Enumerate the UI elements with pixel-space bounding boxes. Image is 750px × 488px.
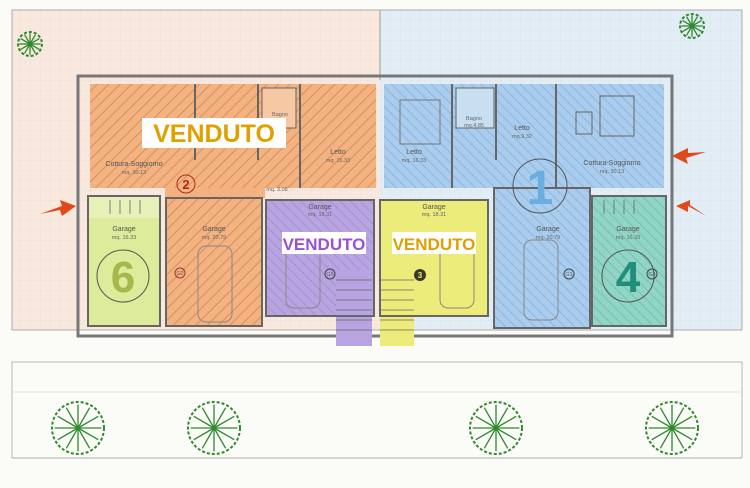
unit-6-number: 6 (111, 253, 135, 302)
sold-banner-unit-5: VENDUTO (283, 235, 366, 254)
u2-small-area: mq. 3.08 (266, 187, 287, 193)
sold-banner-unit-2: VENDUTO (153, 120, 275, 148)
u1-bed-area: mq. 16.33 (402, 158, 426, 164)
garage-tag-g1: G1 (565, 272, 572, 278)
u2-bath-name: Bagno (272, 112, 288, 118)
tree-icon (51, 401, 105, 455)
u2-bed-name: Letto (330, 149, 346, 156)
unit-2-circle (176, 174, 196, 194)
u1-bed2-name: Letto (514, 125, 530, 132)
entrance-arrow-right-bottom (676, 200, 706, 216)
entrance-arrow-right-top (672, 148, 706, 164)
g2-name: Garage (202, 226, 225, 233)
u2-living-name: Cottura-Soggiorno (105, 161, 162, 168)
g5-name: Garage (308, 204, 331, 211)
sold-banner-unit-3: VENDUTO (393, 235, 476, 254)
unit-1 (384, 84, 664, 188)
unit-1-circle (512, 158, 568, 214)
g6-name: Garage (112, 226, 135, 233)
u1-bath-name: Bagno (466, 116, 482, 122)
sold-banner-unit-3-bg (392, 232, 476, 254)
garage-tag-g4: G4 (648, 272, 655, 278)
u2-bed-area: mq. 16.33 (326, 158, 350, 164)
unit-4-circle (601, 249, 655, 303)
unit-6-circle (96, 249, 150, 303)
tree-icon (17, 31, 43, 57)
g4-area: mq. 16.33 (616, 235, 640, 241)
u2-living-area: mq. 30.13 (122, 170, 146, 176)
unit-3-circle (414, 269, 426, 281)
g5-area: mq. 18.31 (308, 212, 332, 218)
unit-4 (591, 195, 667, 327)
g3-area: mq. 18.31 (422, 212, 446, 218)
unit-5 (265, 199, 375, 346)
unit-1-garage (493, 187, 591, 329)
unit-3 (379, 199, 489, 346)
unit-2-number: 2 (182, 177, 189, 192)
sold-banner-unit-5-bg (282, 232, 366, 254)
u1-bath-area: mq.4.85 (464, 123, 484, 129)
tree-icon (187, 401, 241, 455)
building-outline (76, 74, 674, 338)
garage-tag-g2: G2 (176, 271, 183, 277)
u1-bed-name: Letto (406, 149, 422, 156)
g1-name: Garage (536, 226, 559, 233)
unit-4-number: 4 (616, 253, 641, 302)
unit-1-number: 1 (527, 162, 554, 215)
staircase (109, 200, 635, 331)
unit-3-number: 3 (418, 271, 423, 280)
u1-living-name: Cottura-Soggiorno (583, 160, 640, 167)
garage-tag-g5: G5 (326, 272, 333, 278)
entrance-arrow-left (40, 200, 76, 216)
g2-area: mq. 20.79 (202, 235, 226, 241)
g4-name: Garage (616, 226, 639, 233)
u1-bed2-area: mq.9.32 (512, 134, 532, 140)
g3-name: Garage (422, 204, 445, 211)
tree-icon (679, 13, 705, 39)
tree-icon (469, 401, 523, 455)
sold-banner-unit-2-bg (142, 118, 286, 148)
g6-area: mq. 16.33 (112, 235, 136, 241)
tree-icon (645, 401, 699, 455)
u1-living-area: mq. 30.13 (600, 169, 624, 175)
unit-2-garage (165, 197, 263, 327)
g1-area: mq. 20.79 (536, 235, 560, 241)
unit-6 (87, 195, 161, 327)
